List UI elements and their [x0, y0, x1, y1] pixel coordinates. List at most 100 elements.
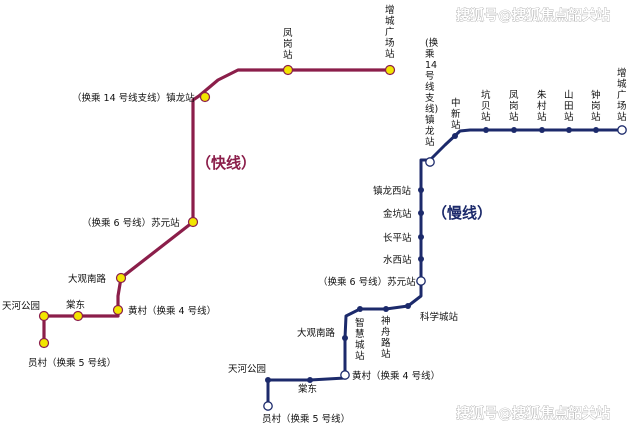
fast-line-title: （快线）: [196, 154, 256, 172]
slow-label-kengbei: 坑 贝 站: [481, 89, 494, 123]
slow-label-fenggang-c2: 岗: [509, 101, 519, 112]
slow-station-tianhe[interactable]: [265, 377, 271, 383]
slow-label-jinkeng: 金坑站: [383, 208, 412, 220]
watermark-bottom: 搜狐号@搜狐焦点韶关站: [456, 405, 610, 422]
slow-label-zhenlong-c6: 支: [425, 92, 435, 104]
fast-station-zengcheng[interactable]: [384, 64, 396, 76]
slow-station-zhongxin[interactable]: [452, 133, 458, 139]
slow-station-tangdong[interactable]: [307, 377, 313, 383]
fast-station-fenggang[interactable]: [282, 64, 294, 76]
slow-station-daguan[interactable]: [342, 335, 348, 341]
slow-label-zhihui-c1: 智: [355, 317, 365, 329]
fast-label-zengcheng-c3: 广: [385, 26, 395, 38]
slow-label-fenggang-c1: 凤: [509, 90, 519, 101]
slow-label-zhenlong-c2: 乘: [425, 48, 435, 60]
slow-label-shantian-c2: 田: [564, 101, 574, 112]
fast-label-zengcheng-c4: 场: [385, 38, 395, 49]
fast-label-fenggang-c3: 站: [283, 49, 293, 61]
watermark-top: 搜狐号@搜狐焦点韶关站: [456, 7, 610, 24]
fast-label-tangdong: 棠东: [66, 299, 85, 311]
slow-label-zhucun-c1: 朱: [537, 89, 547, 101]
fast-station-huangcun[interactable]: [112, 304, 124, 316]
slow-label-zhenlong-c7: 线): [425, 103, 438, 115]
slow-label-fenggang-c3: 站: [509, 111, 519, 123]
slow-station-shenzhou[interactable]: [383, 306, 389, 312]
slow-label-zengcheng: 增 城 广 场 站: [617, 67, 630, 123]
slow-label-zhenlong-c1: (换: [425, 37, 439, 49]
slow-label-zhonggang-c2: 岗: [591, 101, 601, 112]
slow-label-zhihui-c2: 慧: [355, 328, 365, 340]
slow-label-zhucun-c3: 站: [537, 111, 547, 123]
slow-line: 员村（换乘 5 号线） 天河公园 棠东 黄村（换乘 4 号线） 大观南路 科学城…: [228, 37, 630, 425]
fast-line: 员村（换乘 5 号线） 天河公园 棠东 黄村（换乘 4 号线） 大观南路 （换乘…: [2, 4, 398, 369]
slow-label-zhihui-c3: 城: [355, 340, 365, 351]
slow-station-shantian[interactable]: [566, 127, 572, 133]
slow-label-huangcun: 黄村（换乘 4 号线）: [352, 370, 440, 382]
slow-station-huangcun[interactable]: [340, 370, 350, 380]
fast-label-zengcheng-c1: 增: [385, 4, 395, 16]
fast-label-fenggang-c1: 凤: [283, 28, 293, 39]
slow-label-shenzhou-c1: 神: [381, 315, 391, 327]
slow-line-title: （慢线）: [432, 204, 492, 222]
slow-label-kengbei-c1: 坑: [481, 89, 491, 101]
slow-label-kengbei-c2: 贝: [481, 101, 491, 112]
slow-station-zhonggang[interactable]: [593, 127, 599, 133]
slow-label-shenzhou-c2: 舟: [381, 326, 391, 338]
slow-line-track: [266, 128, 620, 406]
fast-label-suyuan: （换乘 6 号线）苏元站: [82, 217, 180, 229]
fast-label-zengcheng-c2: 城: [385, 16, 395, 27]
slow-label-zengcheng-c3: 广: [617, 89, 627, 101]
slow-label-shenzhou: 神 舟 路 站: [381, 315, 394, 360]
slow-label-zengcheng-c4: 场: [617, 101, 627, 112]
slow-label-shuixi: 水西站: [383, 254, 412, 266]
slow-label-zhenlong-c3: 14: [425, 60, 437, 71]
fast-label-tianhe: 天河公园: [2, 300, 40, 312]
slow-label-zhonggang-c3: 站: [591, 111, 601, 123]
slow-station-yuancun[interactable]: [263, 401, 273, 411]
fast-line-track: [42, 68, 390, 343]
slow-station-zhenlongxi[interactable]: [418, 187, 424, 193]
slow-label-shantian-c3: 站: [564, 111, 574, 123]
fast-label-daguan: 大观南路: [68, 273, 107, 285]
slow-label-tangdong: 棠东: [298, 383, 317, 395]
slow-station-shuixi[interactable]: [418, 256, 424, 262]
slow-label-kexue: 科学城站: [420, 311, 459, 323]
slow-station-zhucun[interactable]: [539, 127, 545, 133]
slow-label-zengcheng-c2: 城: [617, 79, 627, 90]
fast-station-tangdong[interactable]: [72, 310, 84, 322]
slow-label-zhucun-c2: 村: [537, 100, 547, 112]
fast-station-yuancun[interactable]: [38, 337, 50, 349]
slow-label-shantian: 山 田 站: [564, 90, 577, 123]
slow-station-fenggang[interactable]: [511, 127, 517, 133]
fast-label-fenggang: 凤 岗 站: [283, 28, 296, 61]
slow-station-zengcheng[interactable]: [617, 125, 627, 135]
slow-label-zengcheng-c5: 站: [617, 111, 627, 123]
slow-label-zhenlong-c9: 龙: [425, 125, 435, 137]
slow-station-suyuan[interactable]: [416, 276, 426, 286]
slow-label-zhihui-c4: 站: [355, 350, 365, 362]
fast-station-tianhe[interactable]: [38, 310, 50, 322]
fast-station-daguan[interactable]: [115, 272, 127, 284]
fast-label-huangcun: 黄村（换乘 4 号线）: [128, 305, 216, 317]
slow-label-zhenlong-c4: 号: [425, 71, 435, 82]
slow-station-kengbei[interactable]: [483, 127, 489, 133]
slow-label-kengbei-c3: 站: [481, 111, 491, 123]
fast-station-zhenlong[interactable]: [199, 91, 211, 103]
slow-station-changping[interactable]: [418, 234, 424, 240]
slow-label-yuancun: 员村（换乘 5 号线）: [262, 413, 350, 425]
slow-label-fenggang: 凤 岗 站: [509, 90, 522, 123]
fast-label-zengcheng: 增 城 广 场 站: [385, 4, 398, 60]
slow-station-jinkeng[interactable]: [418, 210, 424, 216]
slow-station-zhihui[interactable]: [357, 306, 363, 312]
slow-label-zhucun: 朱 村 站: [537, 89, 550, 123]
slow-label-daguan: 大观南路: [297, 327, 336, 339]
fast-station-suyuan[interactable]: [187, 216, 199, 228]
slow-label-changping: 长平站: [383, 232, 412, 244]
slow-station-zhenlong[interactable]: [425, 157, 435, 167]
slow-label-suyuan: （换乘 6 号线）苏元站: [318, 276, 416, 288]
slow-label-zhenlong: (换 乘 14 号 线 支 线) 镇 龙 站: [425, 37, 441, 148]
slow-label-zhongxin: 中 新 站: [451, 97, 464, 131]
slow-label-zhongxin-c1: 中: [451, 97, 461, 109]
slow-station-kexue[interactable]: [405, 303, 411, 309]
slow-label-shenzhou-c4: 站: [381, 348, 391, 360]
